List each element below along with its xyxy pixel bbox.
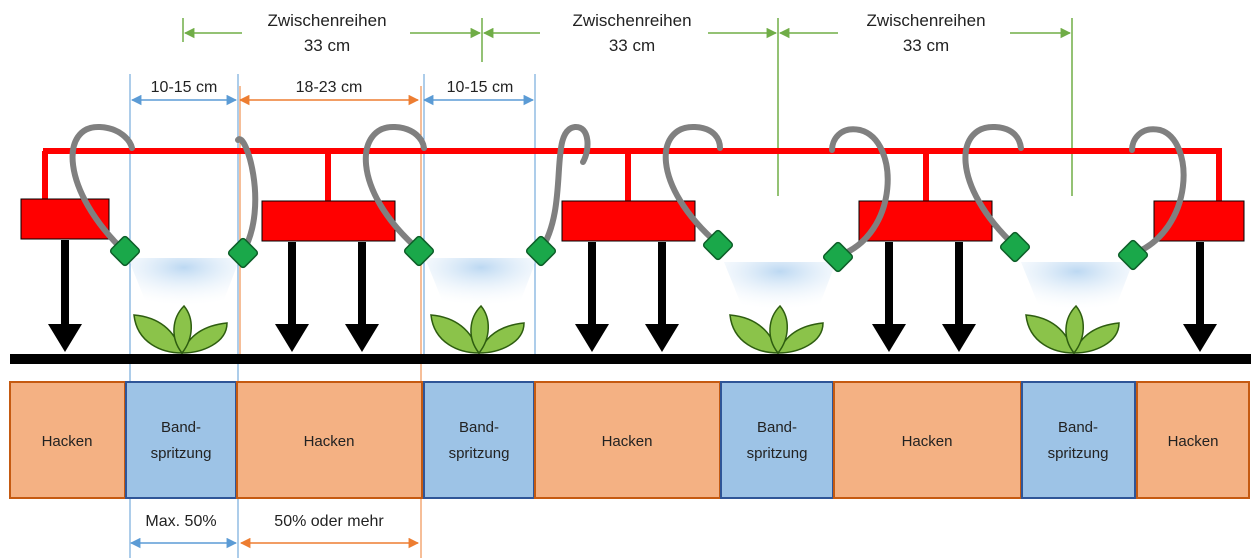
row-spacing-label-line1: Zwischenreihen <box>572 11 691 30</box>
nozzle <box>109 235 141 267</box>
zone-label: spritzung <box>1048 445 1109 462</box>
nozzle <box>702 229 734 261</box>
hoe-block <box>1153 200 1245 242</box>
nozzle <box>822 241 854 273</box>
zone-hacken: Hacken <box>236 381 423 499</box>
zone-label: Hacken <box>902 433 953 450</box>
zone-band: Band- spritzung <box>125 381 237 499</box>
crop-plant <box>1025 304 1120 355</box>
zone-label: Band- <box>757 419 797 436</box>
nozzle <box>525 235 557 267</box>
crop-plant <box>729 304 824 355</box>
hoe-block <box>561 200 696 242</box>
hoe-tine <box>345 242 379 352</box>
nozzle <box>999 231 1031 263</box>
zone-label: Hacken <box>42 433 93 450</box>
hose <box>538 124 591 253</box>
row-spacing-label-line2: 33 cm <box>304 36 350 55</box>
row-spacing-label-line2: 33 cm <box>609 36 655 55</box>
hoe-tine <box>48 240 82 352</box>
zone-band: Band- spritzung <box>1021 381 1136 499</box>
crop-plant <box>430 304 525 355</box>
spray-cone <box>128 258 240 305</box>
zone-band: Band- spritzung <box>720 381 834 499</box>
hoe-tine <box>942 242 976 352</box>
treatment-zones: Hacken Band- spritzung Hacken Band- spri… <box>9 381 1250 499</box>
share-dimensions: Max. 50% 50% oder mehr <box>129 513 420 549</box>
zone-band: Band- spritzung <box>423 381 535 499</box>
implement-frame <box>20 148 1245 242</box>
row-spacing-label-line1: Zwischenreihen <box>267 11 386 30</box>
ground-line <box>10 354 1251 364</box>
hoe-block <box>261 200 396 242</box>
spray-cone <box>724 262 836 309</box>
hoe-tine <box>1183 242 1217 352</box>
spray-nozzles <box>109 229 1149 273</box>
band-width-label-2: 10-15 cm <box>447 79 514 96</box>
zone-label: spritzung <box>747 445 808 462</box>
row-spacing-group-1: Zwischenreihen 33 cm <box>182 11 482 55</box>
row-spacing-group-3: Zwischenreihen 33 cm <box>777 11 1073 196</box>
hoe-tine <box>575 242 609 352</box>
row-spacing-label-line1: Zwischenreihen <box>866 11 985 30</box>
spray-cone <box>1021 262 1133 309</box>
zone-label: Band- <box>1058 419 1098 436</box>
zone-hacken: Hacken <box>1136 381 1250 499</box>
hose <box>1129 126 1187 257</box>
crop-plants <box>133 304 1120 355</box>
hose <box>362 123 427 253</box>
zone-label: Hacken <box>1168 433 1219 450</box>
hose <box>829 126 891 259</box>
hose <box>69 123 135 255</box>
crop-plant <box>133 304 228 355</box>
zone-label: Band- <box>459 419 499 436</box>
zone-hacken: Hacken <box>534 381 721 499</box>
zone-label: spritzung <box>151 445 212 462</box>
band-share-label: Max. 50% <box>145 513 216 530</box>
hoe-tines <box>48 240 1217 352</box>
hoe-width-label: 18-23 cm <box>296 79 363 96</box>
hoe-share-label: 50% oder mehr <box>274 513 384 530</box>
spray-cone <box>425 258 537 305</box>
zone-label: spritzung <box>449 445 510 462</box>
hose <box>662 123 723 247</box>
spray-hoses <box>69 123 1187 259</box>
band-width-label-1: 10-15 cm <box>151 79 218 96</box>
nozzle <box>1117 239 1149 271</box>
hose <box>962 123 1024 249</box>
row-spacing-label-line2: 33 cm <box>903 36 949 55</box>
row-spacing-group-2: Zwischenreihen 33 cm <box>481 11 778 62</box>
zone-label: Hacken <box>602 433 653 450</box>
hoe-tine <box>275 242 309 352</box>
hoe-tine <box>645 242 679 352</box>
nozzle <box>403 235 435 267</box>
zone-label: Hacken <box>304 433 355 450</box>
zone-label: Band- <box>161 419 201 436</box>
hose <box>235 136 259 255</box>
zone-hacken: Hacken <box>833 381 1022 499</box>
spray-cones <box>128 258 1133 309</box>
width-dimensions: 10-15 cm 18-23 cm 10-15 cm <box>130 79 535 106</box>
hoe-tine <box>872 242 906 352</box>
nozzle <box>227 237 259 269</box>
zone-hacken: Hacken <box>9 381 126 499</box>
